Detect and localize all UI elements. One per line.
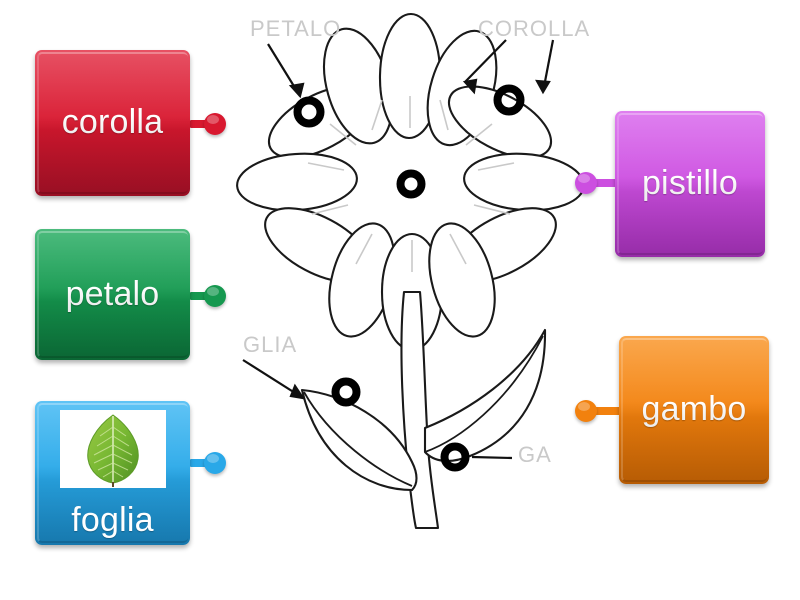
label-card-foglia[interactable]: foglia: [35, 401, 190, 545]
connector-knob-pistillo[interactable]: [575, 172, 597, 194]
label-card-corolla-text: corolla: [61, 103, 164, 142]
flower-petals: [236, 12, 585, 352]
connector-knob-gambo[interactable]: [575, 400, 597, 422]
hint-label-gambo: GA: [518, 442, 552, 467]
hint-label-foglia: GLIA: [243, 332, 298, 357]
connector-foglia: [190, 452, 226, 474]
label-card-pistillo[interactable]: pistillo: [615, 111, 765, 257]
connector-petalo: [190, 285, 226, 307]
hint-label-corolla: COROLLA: [478, 16, 591, 41]
petal-creases: [307, 96, 515, 272]
hint-arrows: [242, 39, 555, 460]
label-card-pistillo-text: pistillo: [641, 164, 739, 203]
label-card-gambo-text: gambo: [641, 390, 747, 429]
label-card-petalo-text: petalo: [65, 274, 160, 313]
target-stem: [440, 442, 470, 472]
connector-knob-petalo[interactable]: [204, 285, 226, 307]
target-petal-right: [493, 84, 525, 116]
target-center: [396, 169, 426, 199]
connector-knob-foglia[interactable]: [204, 452, 226, 474]
label-card-petalo[interactable]: petalo: [35, 229, 190, 360]
connector-gambo: [575, 400, 623, 422]
target-petal-left: [293, 96, 325, 128]
label-card-foglia-text: foglia: [71, 501, 154, 540]
leaf-photo: [59, 410, 166, 488]
connector-knob-corolla[interactable]: [204, 113, 226, 135]
target-leaf: [331, 377, 361, 407]
label-card-corolla[interactable]: corolla: [35, 50, 190, 196]
hint-label-petalo: PETALO: [250, 16, 342, 41]
flower-leaf-left: [300, 388, 418, 492]
green-leaf-icon: [86, 414, 139, 487]
drop-targets: [293, 84, 525, 472]
connector-pistillo: [575, 172, 619, 194]
label-card-gambo[interactable]: gambo: [619, 336, 769, 484]
connector-corolla: [190, 113, 226, 135]
